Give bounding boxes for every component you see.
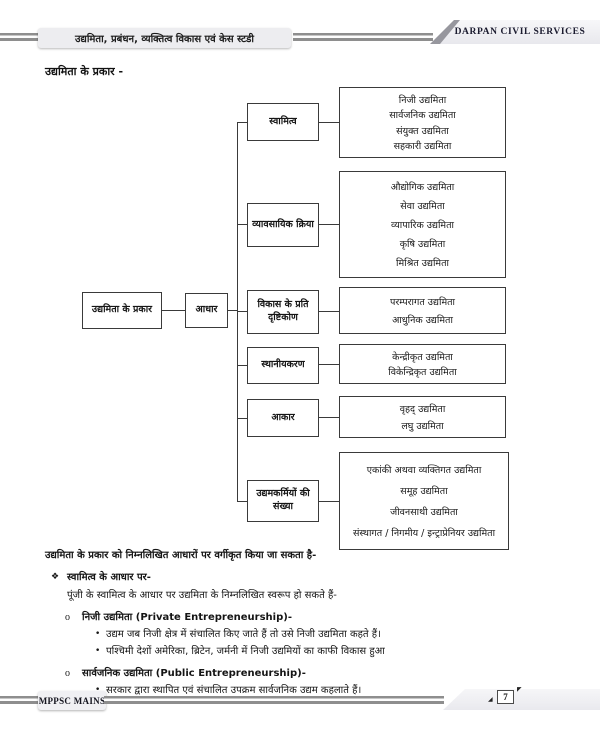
body-content: उद्यमिता के प्रकार को निम्नलिखित आधारों … [45, 549, 565, 701]
item-label: सार्वजनिक उद्यमिता [389, 110, 456, 122]
category-box-localization: स्थानीयकरण [247, 347, 319, 384]
dot-bullet-icon: • [95, 685, 101, 695]
brand-ribbon: DARPAN CIVIL SERVICES [440, 20, 600, 44]
item-label: आधुनिक उद्यमिता [392, 315, 453, 326]
bullet-point: • उद्यम जब निजी क्षेत्र में संचालित किए … [95, 628, 565, 641]
spine-line [237, 122, 238, 502]
connector-line [238, 224, 247, 225]
item-label: औद्योगिक उद्यमिता [390, 182, 455, 193]
item-label: संस्थागत / निगमीय / इन्ट्राप्रेनियर उद्य… [352, 528, 496, 539]
diamond-bullet-icon: ❖ [51, 572, 60, 582]
connector-line [238, 418, 247, 419]
page-number: 7 [497, 690, 514, 704]
subject-title: उद्यमिता, प्रबंधन, व्यक्तित्व विकास एवं … [75, 34, 254, 45]
header-rail-right [293, 33, 433, 41]
section-title: स्वामित्व के आधार पर- [67, 572, 151, 583]
dot-bullet-icon: • [95, 646, 101, 656]
category-box-entrepreneur-count: उद्यमकर्मियों की संख्या [247, 480, 319, 522]
items-box-size: वृहद् उद्यमिता लघु उद्यमिता [339, 396, 506, 438]
items-box-localization: केन्द्रीकृत उद्यमिता विकेन्द्रिकृत उद्यम… [339, 344, 506, 384]
connector-line [319, 501, 339, 502]
bullet-text: सरकार द्वारा स्थापित एवं संचालित उपक्रम … [106, 685, 362, 696]
connector-line [238, 501, 247, 502]
page-number-tab [443, 689, 600, 710]
footer-brand: MPPSC MAINS [38, 695, 106, 706]
item-label: निजी उद्यमिता [398, 94, 447, 106]
corner-mark-icon: ◤ [517, 687, 522, 693]
connector-line [238, 311, 247, 312]
circle-bullet-icon: o [65, 668, 70, 679]
connector-line [238, 122, 247, 123]
item-label: कृषि उद्यमिता [399, 239, 446, 250]
bullet-text: उद्यम जब निजी क्षेत्र में संचालित किए जा… [106, 629, 381, 640]
subsection-public-heading: o सार्वजनिक उद्यमिता (Public Entrepreneu… [65, 667, 565, 680]
connector-line [319, 311, 339, 312]
circle-bullet-icon: o [65, 612, 70, 623]
item-label: संयुक्त उद्यमिता [396, 125, 449, 137]
item-label: मिश्रित उद्यमिता [396, 258, 449, 269]
item-label: सहकारी उद्यमिता [393, 141, 452, 153]
footer-brand-pill: MPPSC MAINS [38, 691, 106, 710]
items-box-entrepreneur-count: एकांकी अथवा व्यक्तिगत उद्यमिता समूह उद्य… [339, 452, 509, 550]
subsection-title: निजी उद्यमिता (Private Entrepreneurship)… [82, 612, 292, 623]
connector-line [228, 310, 238, 311]
hub-box: आधार [185, 293, 228, 328]
bullet-text: पश्चिमी देशों अमेरिका, ब्रिटेन, जर्मनी म… [106, 646, 385, 657]
connector-line [319, 364, 339, 365]
category-box-ownership: स्वामित्व [247, 103, 319, 141]
connector-line [162, 310, 185, 311]
item-label: एकांकी अथवा व्यक्तिगत उद्यमिता [366, 465, 482, 476]
connector-line [319, 224, 339, 225]
header-rail-left [0, 33, 40, 41]
brand-title: DARPAN CIVIL SERVICES [454, 27, 586, 37]
item-label: परम्परागत उद्यमिता [389, 297, 456, 308]
page-title: उद्यमिता के प्रकार - [45, 65, 124, 78]
connector-line [238, 365, 247, 366]
bullet-point: • पश्चिमी देशों अमेरिका, ब्रिटेन, जर्मनी… [95, 645, 565, 658]
types-flowchart: उद्यमिता के प्रकार आधार स्वामित्व निजी उ… [82, 87, 509, 550]
intro-paragraph: उद्यमिता के प्रकार को निम्नलिखित आधारों … [45, 550, 317, 561]
footer-rail-left [0, 696, 40, 704]
subsection-title: सार्वजनिक उद्यमिता (Public Entrepreneurs… [82, 668, 306, 679]
root-box: उद्यमिता के प्रकार [82, 292, 162, 329]
corner-mark-icon: ◢ [488, 697, 493, 703]
header-subject-pill: उद्यमिता, प्रबंधन, व्यक्तित्व विकास एवं … [38, 28, 291, 48]
items-box-ownership: निजी उद्यमिता सार्वजनिक उद्यमिता संयुक्त… [339, 87, 506, 158]
item-label: जीवनसाथी उद्यमिता [390, 507, 458, 518]
category-box-business-activity: व्यावसायिक क्रिया [247, 203, 319, 247]
connector-line [319, 122, 339, 123]
items-box-business-activity: औद्योगिक उद्यमिता सेवा उद्यमिता व्यापारि… [339, 171, 506, 278]
item-label: समूह उद्यमिता [400, 486, 448, 497]
item-label: लघु उद्यमिता [401, 420, 444, 432]
dot-bullet-icon: • [95, 629, 101, 639]
item-label: सेवा उद्यमिता [400, 201, 445, 212]
category-box-size: आकार [247, 399, 319, 437]
category-box-development-outlook: विकास के प्रति दृष्टिकोण [247, 290, 319, 334]
bullet-point: • सरकार द्वारा स्थापित एवं संचालित उपक्र… [95, 684, 565, 697]
ownership-section-heading: ❖ स्वामित्व के आधार पर- [51, 571, 565, 584]
item-label: व्यापारिक उद्यमिता [391, 220, 454, 231]
item-label: वृहद् उद्यमिता [399, 404, 446, 416]
item-label: केन्द्रीकृत उद्यमिता [392, 351, 453, 363]
footer-rail-right [104, 696, 444, 704]
connector-line [319, 417, 339, 418]
section-subtext: पूंजी के स्वामित्व के आधार पर उद्यमिता क… [67, 590, 337, 601]
subsection-private-heading: o निजी उद्यमिता (Private Entrepreneurshi… [65, 611, 565, 624]
item-label: विकेन्द्रिकृत उद्यमिता [388, 367, 457, 379]
items-box-development-outlook: परम्परागत उद्यमिता आधुनिक उद्यमिता [339, 287, 506, 334]
